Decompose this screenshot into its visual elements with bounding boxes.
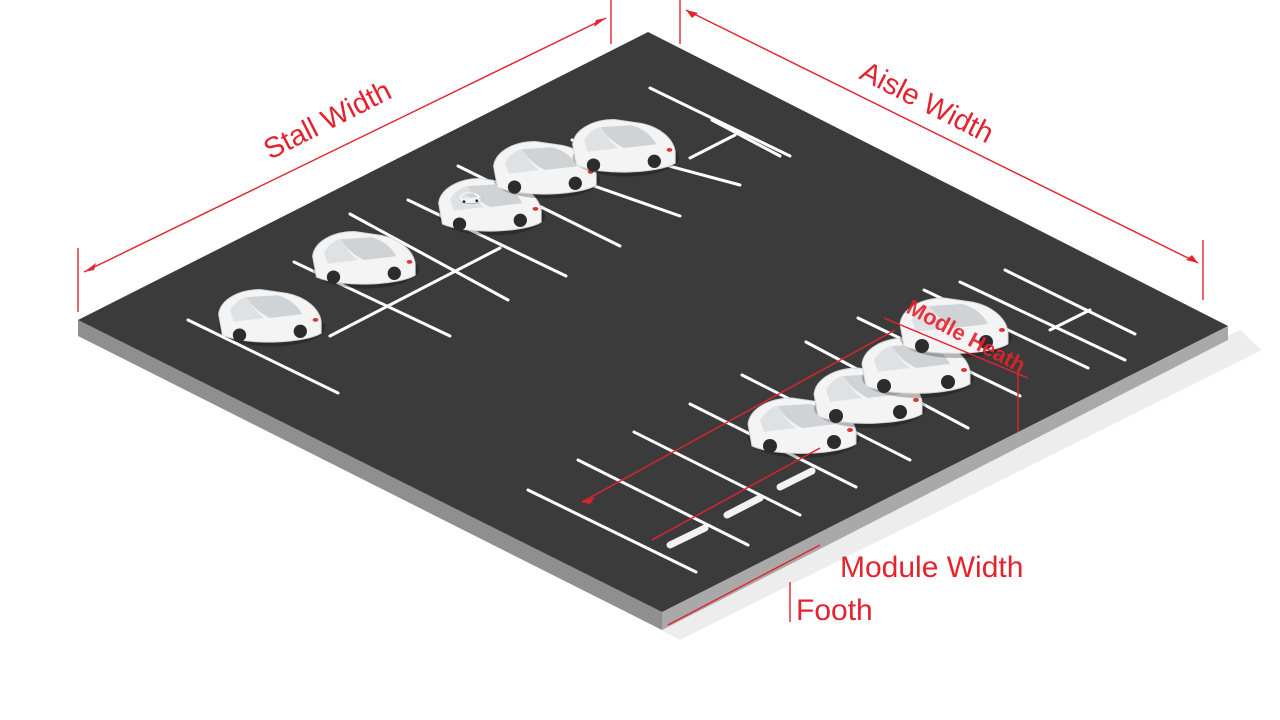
car-top-4 <box>493 141 600 199</box>
stall-line <box>186 318 340 395</box>
car-top-6 <box>459 191 482 204</box>
car-bottom-4 <box>899 297 1012 358</box>
car-top-2 <box>312 231 419 289</box>
car-top-5 <box>572 119 679 177</box>
stall-line <box>958 280 1127 362</box>
dimension-lines <box>77 0 1204 626</box>
stall-width-label: Stall Width <box>259 75 397 166</box>
cars-layer <box>218 119 1012 458</box>
module-width-label: Module Width <box>840 551 1023 584</box>
slab-side-left <box>78 320 662 630</box>
asphalt-surface <box>78 32 1228 612</box>
stall-line <box>348 212 510 302</box>
stall-line <box>576 458 750 547</box>
top-row-stall-lines <box>186 86 792 395</box>
aisle-dashes <box>666 467 816 549</box>
car-top-3 <box>438 178 545 236</box>
stall-line <box>526 488 698 574</box>
car-top-1 <box>218 289 325 347</box>
stall-line <box>648 86 792 158</box>
aisle-width-label: Aisle Width <box>855 56 999 150</box>
stall-line <box>632 430 802 517</box>
stall-line <box>406 198 568 278</box>
footh-label: Footh <box>796 594 873 627</box>
stall-spine-line <box>328 246 502 338</box>
dimension-arrowheads <box>84 10 1198 504</box>
t-markers <box>688 118 1137 336</box>
